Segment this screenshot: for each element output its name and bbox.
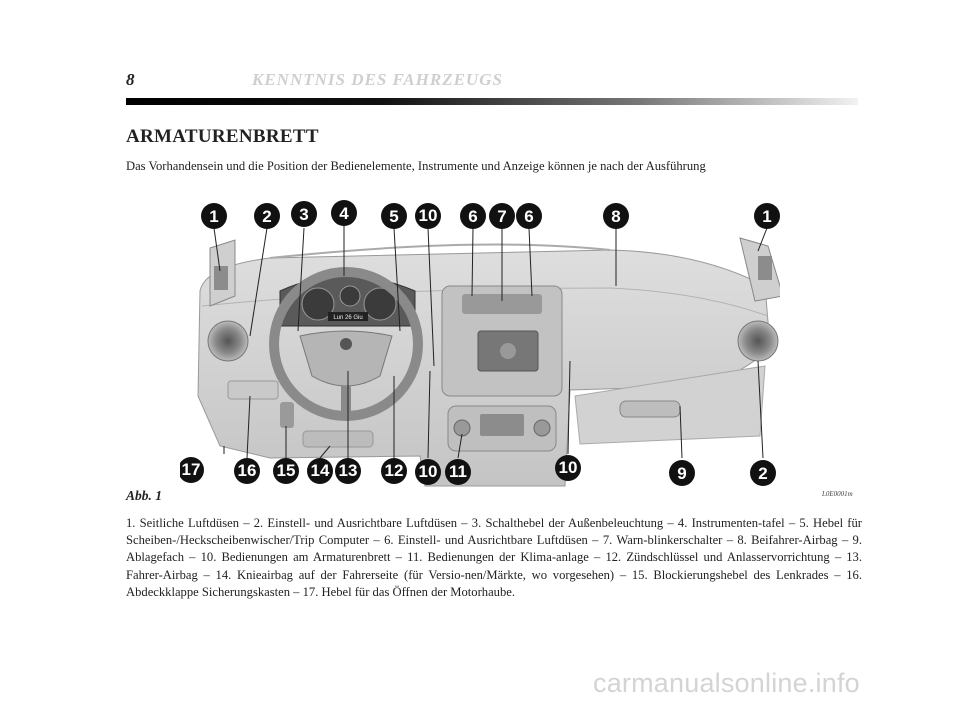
svg-text:17: 17 (182, 460, 201, 479)
callout-badge: 16 (234, 458, 260, 484)
svg-text:12: 12 (385, 461, 404, 480)
callouts-top: 1 2 3 4 5 10 6 7 6 8 1 (201, 200, 780, 229)
callout-badge: 10 (415, 203, 441, 229)
callout-badge: 1 (201, 203, 227, 229)
intro-text: Das Vorhandensein und die Position der B… (126, 159, 706, 173)
svg-text:15: 15 (277, 461, 296, 480)
callout-badge: 1 (754, 203, 780, 229)
callout-badge: 17 (180, 457, 204, 483)
svg-text:6: 6 (524, 207, 533, 226)
center-console (441, 285, 563, 452)
legend-text: 1. Seitliche Luftdüsen – 2. Einstell- un… (126, 516, 862, 599)
callout-badge: 8 (603, 203, 629, 229)
callout-badge: 13 (335, 458, 361, 484)
callout-badge: 11 (445, 459, 471, 485)
callout-badge: 10 (555, 455, 581, 481)
svg-text:10: 10 (559, 458, 578, 477)
chapter-title: KENNTNIS DES FAHRZEUGS (252, 70, 503, 89)
svg-text:10: 10 (419, 206, 438, 225)
callout-badge: 2 (750, 460, 776, 486)
header-rule (126, 98, 858, 105)
vent-right-round (737, 320, 779, 362)
callout-badge: 14 (307, 458, 333, 484)
svg-text:9: 9 (677, 464, 686, 483)
svg-text:14: 14 (311, 461, 330, 480)
svg-text:5: 5 (389, 207, 398, 226)
svg-text:13: 13 (339, 461, 358, 480)
callout-badge: 3 (291, 201, 317, 227)
callout-badge: 6 (460, 203, 486, 229)
callout-badge: 9 (669, 460, 695, 486)
watermark: carmanualsonline.info (593, 668, 860, 698)
callout-badge: 12 (381, 458, 407, 484)
callout-badge: 2 (254, 203, 280, 229)
figure-label: Abb. 1 (126, 488, 163, 503)
page-number: 8 (126, 70, 135, 89)
callout-badge: 10 (415, 459, 441, 485)
callout-badge: 15 (273, 458, 299, 484)
svg-text:10: 10 (419, 462, 438, 481)
svg-text:3: 3 (299, 205, 308, 224)
svg-text:11: 11 (449, 462, 467, 481)
section-title: ARMATURENBRETT (126, 126, 319, 147)
callout-badge: 7 (489, 203, 515, 229)
callout-badge: 6 (516, 203, 542, 229)
svg-text:2: 2 (262, 207, 271, 226)
cluster-display-text: Lun 26 Giu (333, 315, 362, 321)
callout-badge: 5 (381, 203, 407, 229)
callout-badge: 4 (331, 200, 357, 226)
figure-code: L0E0001m (822, 490, 853, 498)
svg-text:6: 6 (468, 207, 477, 226)
svg-text:8: 8 (611, 207, 620, 226)
callout-lines (213, 226, 768, 459)
vent-left-round (207, 320, 249, 362)
dashboard-illustration: Lun 26 Giu (180, 200, 780, 487)
svg-text:4: 4 (339, 204, 349, 223)
side-vent-right (739, 237, 780, 302)
callouts-bottom: 17 16 15 14 13 12 10 11 10 9 2 (180, 455, 776, 486)
svg-text:7: 7 (497, 207, 506, 226)
steering-wheel (269, 267, 423, 421)
svg-text:2: 2 (758, 464, 767, 483)
side-vent-left (209, 239, 236, 307)
svg-text:16: 16 (238, 461, 257, 480)
svg-text:1: 1 (762, 207, 771, 226)
svg-text:1: 1 (209, 207, 218, 226)
